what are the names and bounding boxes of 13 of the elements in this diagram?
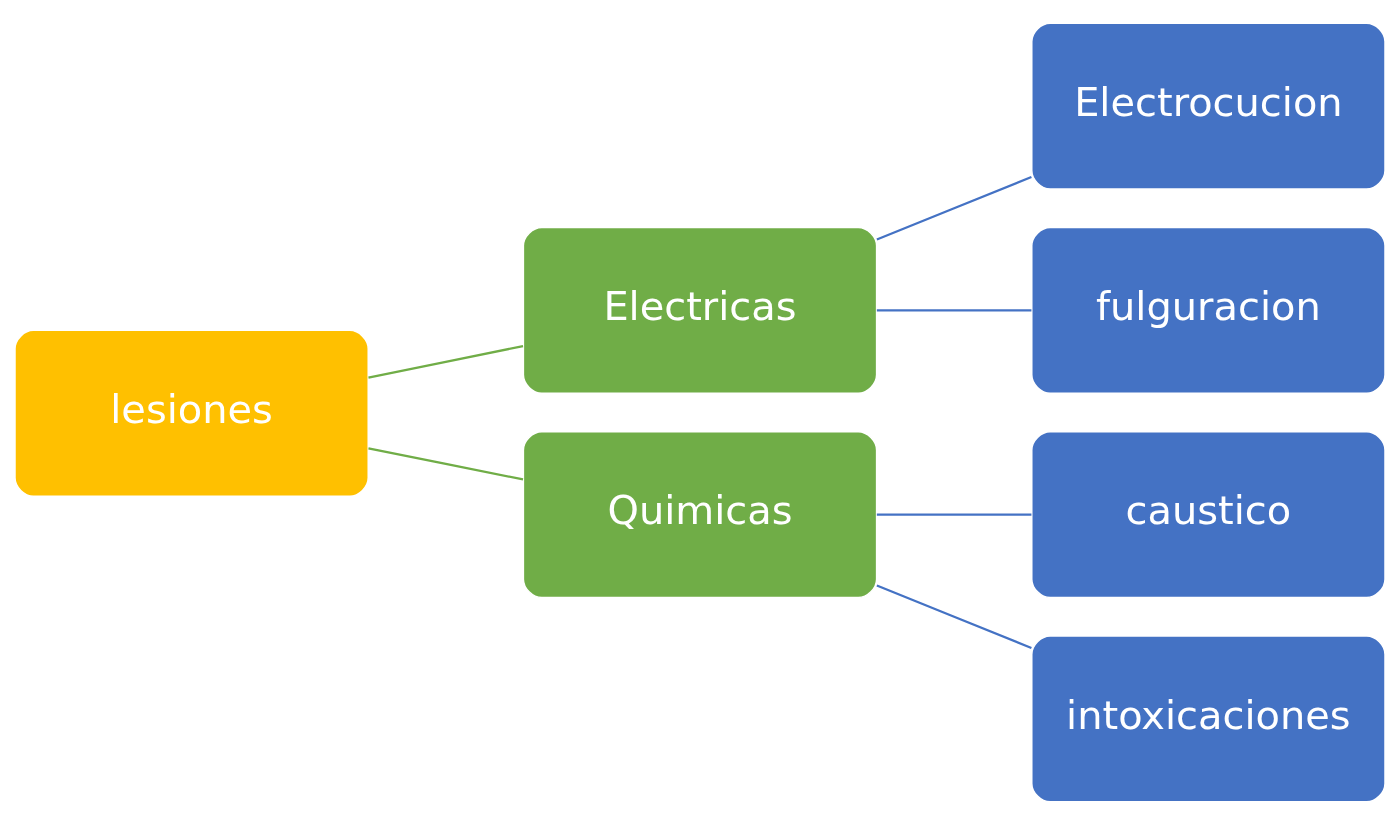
node-box: caustico (1031, 430, 1386, 599)
node-box: lesiones (14, 329, 369, 497)
connector (876, 309, 1032, 312)
node-box: Electrocucion (1031, 22, 1386, 190)
connector (876, 175, 1032, 241)
connector (876, 584, 1032, 650)
connector (368, 447, 524, 481)
connector (368, 344, 524, 379)
node-box: Electricas (522, 226, 878, 395)
node-box: intoxicaciones (1031, 635, 1386, 803)
connector (876, 513, 1032, 516)
node-box: fulguracion (1031, 226, 1386, 395)
node-box: Quimicas (522, 430, 878, 599)
